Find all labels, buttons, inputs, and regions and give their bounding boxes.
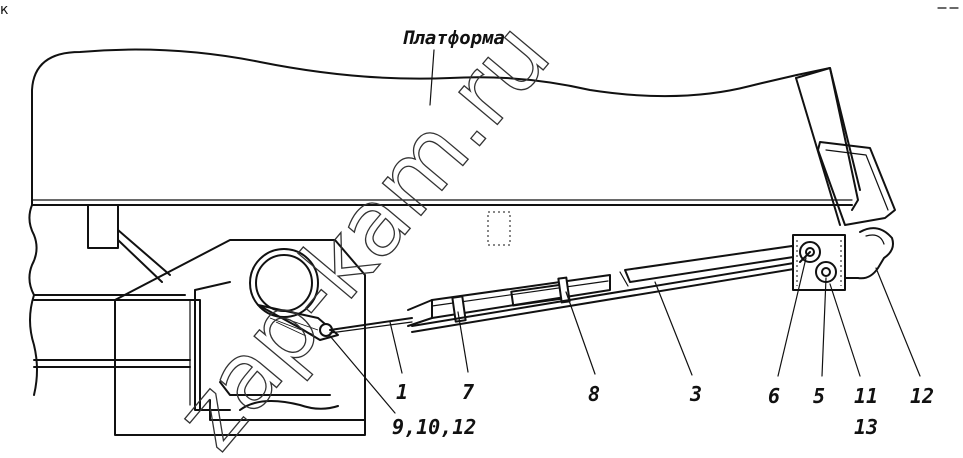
callout-12: 12 <box>910 384 934 408</box>
callout-7: 7 <box>462 380 474 404</box>
frame <box>29 204 366 436</box>
lever-assembly <box>487 211 846 291</box>
callout-1: 1 <box>396 380 408 404</box>
callout-6: 6 <box>768 384 780 408</box>
callout-9-10-12: 9,10,12 <box>392 415 476 439</box>
platform-body <box>28 48 896 296</box>
callout-3: 3 <box>689 382 702 406</box>
callout-13: 13 <box>854 415 878 439</box>
corner-mark: к <box>0 2 8 18</box>
callout-labels: 1 9,10,12 7 8 3 6 5 11 13 12 <box>392 380 934 439</box>
watermark: zap-kam.ru <box>155 3 571 458</box>
callout-5: 5 <box>813 384 825 408</box>
platform-label: Платформа <box>402 27 505 49</box>
leader-lines <box>329 49 921 414</box>
callout-8: 8 <box>588 382 600 406</box>
callout-11: 11 <box>854 384 878 408</box>
